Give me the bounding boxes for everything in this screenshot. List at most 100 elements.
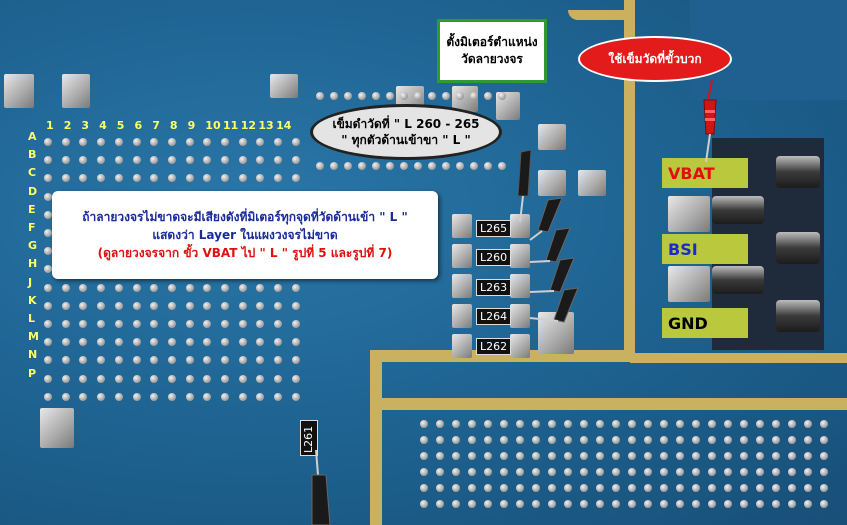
solder-ball (400, 162, 408, 170)
solder-ball (644, 468, 652, 476)
solder-ball (788, 420, 796, 428)
pad (4, 74, 34, 108)
solder-ball (274, 138, 283, 146)
solder-ball (420, 420, 428, 428)
solder-ball (185, 338, 194, 347)
solder-ball (44, 283, 52, 292)
solder-ball (79, 320, 88, 328)
solder-ball (61, 320, 70, 328)
solder-ball (203, 156, 212, 165)
solder-ball (804, 500, 812, 508)
solder-ball (580, 420, 588, 428)
solder-ball (772, 436, 780, 444)
column-label-1: 1 (46, 119, 54, 132)
solder-ball (420, 436, 428, 444)
trace-bottom-right (380, 398, 847, 410)
solder-ball (740, 452, 748, 460)
solder-ball (221, 356, 229, 365)
solder-ball (452, 436, 460, 444)
solder-ball (708, 420, 716, 428)
solder-ball (532, 468, 540, 476)
column-label-5: 5 (116, 119, 125, 132)
solder-ball (203, 338, 212, 347)
solder-ball (788, 500, 796, 508)
connector-pad (712, 266, 764, 294)
solder-ball (256, 138, 265, 146)
solder-ball (420, 452, 428, 460)
solder-ball (548, 452, 556, 460)
solder-ball (442, 92, 450, 100)
solder-ball (150, 356, 159, 365)
solder-ball (436, 420, 444, 428)
solder-ball (660, 500, 668, 508)
callout-explanation-line1: ถ้าลายวงจรไม่ขาดจะมีเสียงดังที่มิเตอร์ทุ… (82, 210, 408, 224)
pad (538, 170, 566, 196)
solder-ball (167, 356, 176, 365)
solder-ball (79, 138, 88, 146)
solder-ball (79, 392, 88, 401)
connector-side-pad (668, 266, 710, 302)
solder-ball (44, 174, 52, 183)
solder-ball (484, 452, 492, 460)
row-label-e: E (28, 202, 36, 216)
solder-ball (500, 452, 508, 460)
solder-ball (344, 162, 352, 170)
callout-black-probe-line1: เข็มดำวัดที่ " L 260 - 265 (332, 117, 480, 131)
solder-ball (150, 283, 159, 292)
solder-ball (44, 229, 52, 237)
callout-red-probe-text: ใช้เข็มวัดที่ขั้วบวก (608, 51, 702, 66)
solder-ball (772, 468, 780, 476)
solder-ball (772, 500, 780, 508)
solder-ball (676, 452, 684, 460)
solder-ball (97, 392, 106, 401)
connector-pad (776, 156, 820, 188)
black-probe-icon (517, 149, 532, 223)
solder-ball (221, 138, 229, 146)
solder-ball (580, 436, 588, 444)
solder-ball (132, 374, 141, 383)
solder-ball (61, 301, 70, 310)
inductor-pad (452, 214, 472, 238)
solder-ball (132, 338, 141, 347)
solder-ball (420, 468, 428, 476)
solder-ball (756, 436, 764, 444)
solder-ball (820, 500, 828, 508)
pin-label-bsi: BSI (662, 234, 748, 264)
solder-ball (644, 484, 652, 492)
solder-ball (456, 162, 464, 170)
solder-ball (44, 210, 52, 219)
column-label-7: 7 (152, 119, 160, 132)
solder-ball (203, 320, 212, 328)
solder-ball (820, 468, 828, 476)
solder-ball (203, 283, 212, 292)
solder-ball (548, 500, 556, 508)
solder-ball (291, 156, 300, 165)
solder-ball (804, 436, 812, 444)
callout-black-probe: เข็มดำวัดที่ " L 260 - 265 " ทุกตัวด้านเ… (310, 104, 502, 160)
solder-ball (484, 92, 492, 100)
solder-ball (274, 174, 283, 183)
row-label-h: H (28, 257, 38, 271)
solder-ball (644, 452, 652, 460)
solder-ball (660, 420, 668, 428)
solder-ball (532, 452, 540, 460)
solder-ball (660, 484, 668, 492)
solder-ball (97, 374, 106, 383)
solder-ball (772, 420, 780, 428)
solder-ball (203, 356, 212, 365)
solder-ball (452, 420, 460, 428)
row-label-d: D (28, 184, 38, 198)
solder-ball (167, 374, 176, 383)
solder-ball (114, 392, 123, 401)
solder-ball (532, 500, 540, 508)
column-label-10: 10 (205, 119, 221, 132)
solder-ball (708, 436, 716, 444)
solder-ball (428, 92, 436, 100)
solder-ball (452, 468, 460, 476)
solder-ball (274, 283, 283, 292)
callout-meter-position-line1: ตั้งมิเตอร์ตำแหน่ง (446, 35, 538, 49)
column-label-4: 4 (99, 119, 107, 132)
solder-ball (644, 436, 652, 444)
